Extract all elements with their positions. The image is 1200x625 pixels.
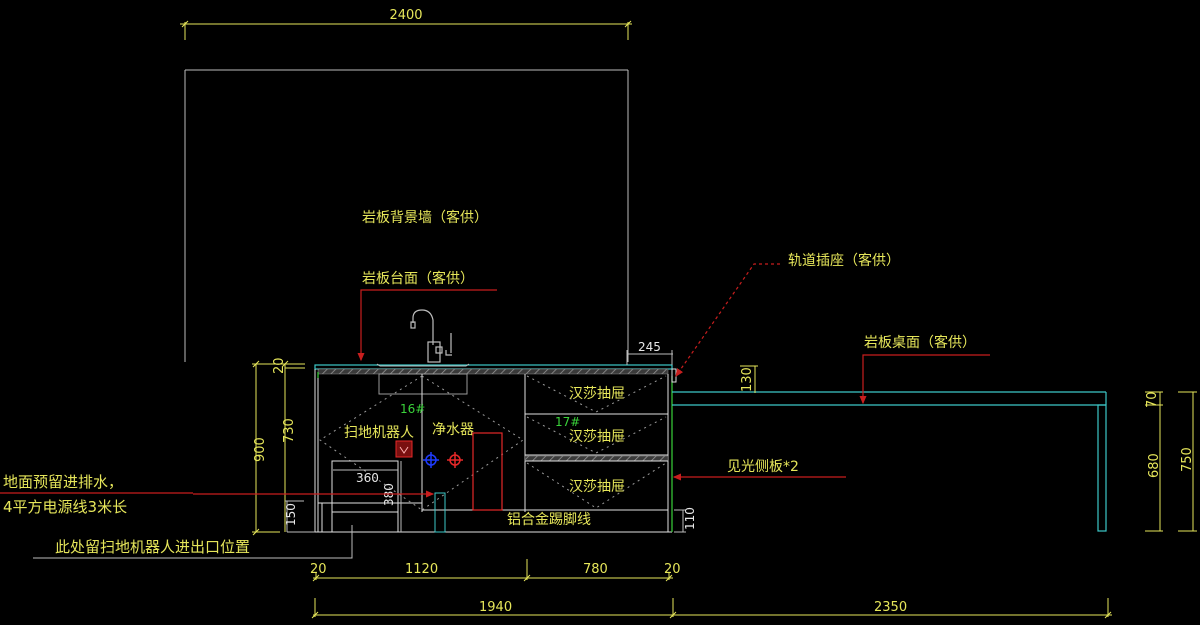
label-drawer-3: 汉莎抽屉 — [569, 479, 625, 495]
drain-pipe — [434, 492, 446, 533]
label-drawer-2: 汉莎抽屉 — [569, 429, 625, 445]
leader-track-socket — [675, 263, 780, 377]
label-back-wall: 岩板背景墙（客供） — [362, 209, 488, 226]
dimension-text-20-right: 20 — [664, 562, 681, 577]
dimension-overhang — [626, 350, 673, 365]
label-robot-exit-note: 此处留扫地机器人进出口位置 — [55, 538, 250, 556]
cold-water-valve-icon — [423, 452, 439, 468]
dimension-chain-total — [311, 598, 1112, 619]
dimension-text-730: 730 — [282, 418, 297, 443]
hot-water-valve-icon — [447, 452, 463, 468]
cabinet-countertop — [314, 363, 673, 395]
label-countertop: 岩板台面（客供） — [362, 270, 474, 287]
dimension-wall-width: 2400 — [180, 8, 632, 40]
dimension-text-150: 150 — [284, 503, 298, 526]
label-track-socket: 轨道插座（客供） — [788, 252, 900, 269]
dimension-text-1120: 1120 — [405, 562, 438, 577]
dimension-desk-thickness — [740, 365, 758, 393]
label-water-purifier: 净水器 — [432, 422, 474, 438]
label-floor-note-line1: 地面预留进排水， — [3, 473, 123, 491]
label-drawer-1: 汉莎抽屉 — [569, 386, 625, 402]
dimension-kick — [674, 509, 686, 533]
desk — [672, 391, 1107, 532]
cabinet-number-17: 17# — [555, 415, 580, 429]
faucet-icon — [410, 309, 452, 363]
dimension-text-680: 680 — [1147, 453, 1162, 478]
dimension-plinth — [285, 500, 315, 533]
dimension-text-2400: 2400 — [389, 8, 422, 23]
dimension-text-130: 130 — [740, 367, 755, 392]
leader-robot-exit — [33, 525, 353, 559]
dimension-text-360: 360 — [356, 471, 379, 485]
dimension-chain-sections — [312, 559, 673, 582]
label-robot-vacuum: 扫地机器人 — [344, 425, 414, 441]
visible-side-panels — [317, 372, 673, 532]
label-desk-top: 岩板桌面（客供） — [864, 334, 976, 351]
dimension-text-20-top: 20 — [272, 357, 287, 374]
leader-desk-top — [859, 354, 990, 405]
dimension-text-2350: 2350 — [874, 600, 907, 615]
dimension-text-780: 780 — [583, 562, 608, 577]
dimension-text-900: 900 — [253, 437, 268, 462]
door-swing-lines — [319, 375, 667, 511]
label-kickboard: 铝合金踢脚线 — [507, 512, 591, 528]
leader-countertop: 岩板台面（客供） — [357, 270, 497, 362]
dimension-text-20-left: 20 — [310, 562, 327, 577]
label-visible-side-panel: 见光侧板*2 — [727, 459, 799, 475]
dimension-text-245: 245 — [638, 340, 661, 354]
power-socket-icon — [395, 440, 413, 458]
back-wall — [184, 69, 629, 362]
dimension-text-1940: 1940 — [479, 600, 512, 615]
leader-floor-note — [0, 490, 435, 498]
robot-vacuum-outline — [331, 460, 402, 533]
cabinet-number-16: 16# — [400, 402, 425, 416]
label-floor-note-line2: 4平方电源线3米长 — [3, 498, 127, 516]
dimension-text-110: 110 — [683, 507, 697, 530]
water-purifier-unit — [472, 432, 503, 511]
dimension-right-vertical — [1145, 391, 1197, 532]
dimension-text-750: 750 — [1180, 447, 1195, 472]
dimension-left-vertical — [252, 360, 305, 536]
dimension-text-70: 70 — [1145, 391, 1160, 408]
